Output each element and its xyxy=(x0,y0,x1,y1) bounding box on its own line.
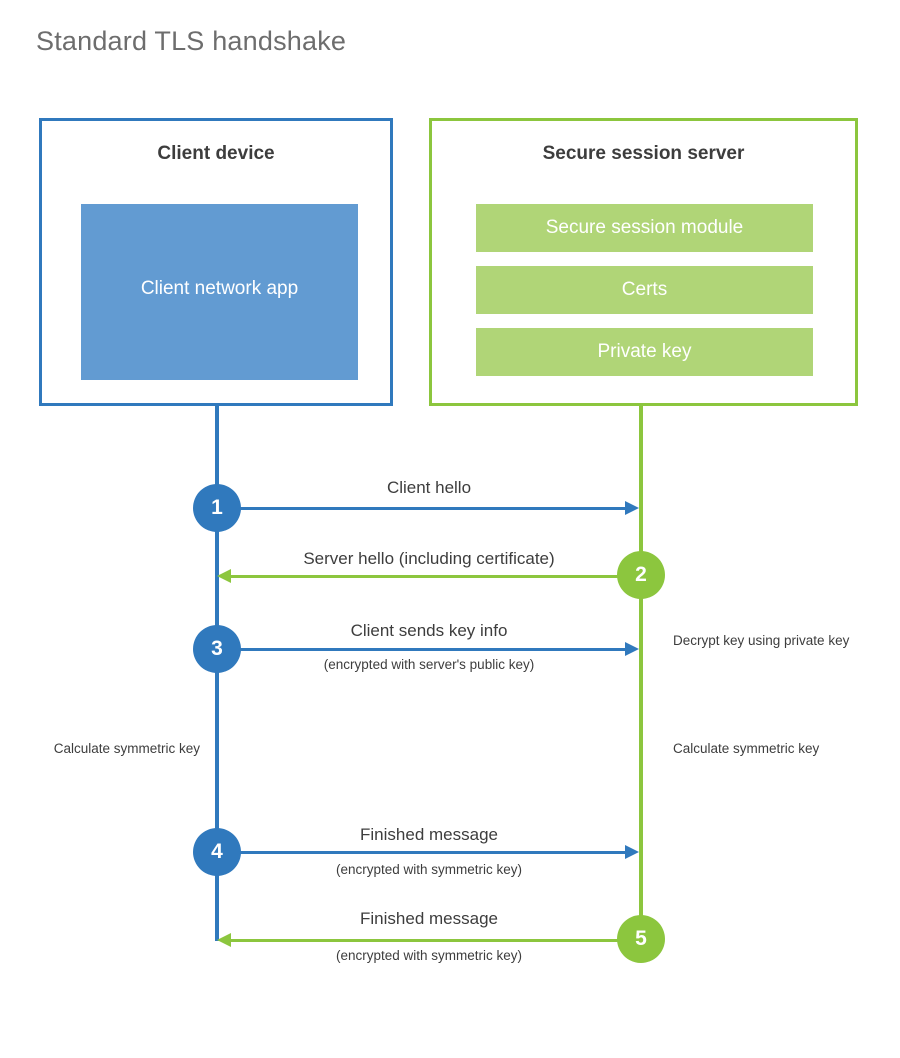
arrowhead-left-icon xyxy=(217,933,231,947)
step-marker-4[interactable]: 4 xyxy=(193,828,241,876)
server-component-certs: Certs xyxy=(476,266,813,314)
client-network-app-block: Client network app xyxy=(81,204,358,380)
step-marker-3[interactable]: 3 xyxy=(193,625,241,673)
client-network-app-label: Client network app xyxy=(140,278,299,299)
step-5-sublabel: (encrypted with symmetric key) xyxy=(335,948,523,963)
step-marker-2[interactable]: 2 xyxy=(617,551,665,599)
arrowhead-right-icon xyxy=(625,845,639,859)
secure-session-server-box: Secure session server Secure session mod… xyxy=(429,118,858,406)
client-device-title: Client device xyxy=(157,143,275,164)
step-2-label: Server hello (including certificate) xyxy=(303,549,555,568)
server-lifeline xyxy=(639,403,643,939)
server-note-decrypt-key: Decrypt key using private key xyxy=(673,633,850,648)
step-4-label: Finished message xyxy=(360,825,498,844)
step-marker-5[interactable]: 5 xyxy=(617,915,665,963)
client-device-box: Client device Client network app xyxy=(39,118,393,406)
step-5-label: Finished message xyxy=(360,909,498,928)
page-title: Standard TLS handshake xyxy=(36,26,347,56)
step-4-sublabel: (encrypted with symmetric key) xyxy=(335,862,523,877)
arrowhead-left-icon xyxy=(217,569,231,583)
client-note-calculate-symmetric-key: Calculate symmetric key xyxy=(53,741,200,756)
arrowhead-right-icon xyxy=(625,501,639,515)
server-note-calculate-symmetric-key: Calculate symmetric key xyxy=(673,741,820,756)
arrowhead-right-icon xyxy=(625,642,639,656)
server-component-secure-session-module: Secure session module xyxy=(476,204,813,252)
step-1-label: Client hello xyxy=(386,478,472,497)
step-3-sublabel: (encrypted with server's public key) xyxy=(323,657,535,672)
step-marker-1[interactable]: 1 xyxy=(193,484,241,532)
secure-session-server-title: Secure session server xyxy=(542,143,745,164)
step-3-label: Client sends key info xyxy=(350,621,508,640)
server-component-private-key: Private key xyxy=(476,328,813,376)
